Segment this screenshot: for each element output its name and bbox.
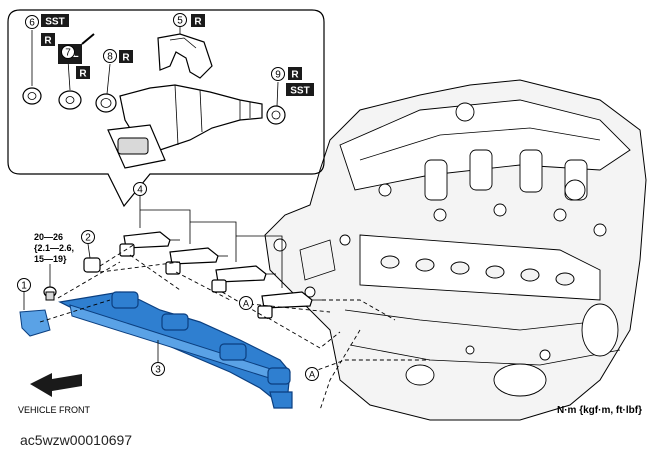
callout-3: 3 xyxy=(151,340,165,376)
svg-text:R: R xyxy=(79,69,87,80)
torque-line-1: 20—26 xyxy=(34,232,63,242)
svg-text:3: 3 xyxy=(155,365,161,376)
svg-text:9: 9 xyxy=(275,70,281,81)
badge-sst-9: SST xyxy=(286,83,314,97)
svg-text:R: R xyxy=(291,70,299,81)
figure-id: ac5wzw00010697 xyxy=(20,432,133,448)
injector-3 xyxy=(211,265,276,293)
engine-illustration xyxy=(264,79,647,421)
svg-text:4: 4 xyxy=(137,185,143,196)
svg-text:SST: SST xyxy=(45,17,64,28)
svg-text:5: 5 xyxy=(177,16,183,27)
part-2-plug xyxy=(83,243,101,273)
part-8-o-ring xyxy=(95,63,117,113)
svg-text:R: R xyxy=(194,17,202,28)
badge-r-5: R xyxy=(191,14,205,28)
svg-text:8: 8 xyxy=(107,52,113,63)
injector-4 xyxy=(257,291,322,319)
injector-2 xyxy=(165,247,228,275)
part-6-o-ring xyxy=(22,30,42,105)
callout-6: 6 xyxy=(25,15,39,29)
callout-9: 9 xyxy=(271,67,285,81)
svg-text:1: 1 xyxy=(21,281,27,292)
reference-marker-a-upper: A xyxy=(239,296,253,310)
svg-text:6: 6 xyxy=(29,18,35,29)
intake-ports xyxy=(380,255,575,286)
callout-4: 4 xyxy=(133,182,147,196)
callout-7: 7 xyxy=(61,45,75,59)
callout-8: 8 xyxy=(103,49,117,63)
torque-line-2: {2.1—2.6, xyxy=(34,243,74,253)
svg-text:R: R xyxy=(44,36,52,47)
badge-sst-6: SST xyxy=(41,14,69,28)
engine-ribs xyxy=(339,102,607,246)
detail-inset: OIL xyxy=(7,9,325,208)
svg-text:7: 7 xyxy=(65,48,71,59)
svg-text:R: R xyxy=(122,53,130,64)
inset-fuel-injector xyxy=(107,84,263,169)
badge-r-8: R xyxy=(119,50,133,64)
injector-1 xyxy=(119,231,180,257)
part-9-seal xyxy=(266,81,286,125)
torque-spec: 20—26 {2.1—2.6, 15—19} xyxy=(34,232,74,287)
part-1-bolt xyxy=(43,286,57,301)
callout-5: 5 xyxy=(173,13,187,27)
vehicle-front-indicator: VEHICLE FRONT xyxy=(18,373,91,415)
vehicle-front-label: VEHICLE FRONT xyxy=(18,405,91,415)
torque-line-3: 15—19} xyxy=(34,254,67,264)
svg-text:2: 2 xyxy=(85,233,91,244)
vehicle-front-arrow-icon xyxy=(30,373,82,397)
reference-marker-a-lower: A xyxy=(305,367,319,381)
callout-markers: 6 7 8 5 9 4 2 1 xyxy=(17,13,285,376)
badge-r-6: R xyxy=(41,33,55,47)
badge-r-7: R xyxy=(76,66,90,80)
badge-r-9: R xyxy=(288,67,302,81)
svg-text:A: A xyxy=(309,370,315,380)
callout-2: 2 xyxy=(81,230,95,244)
fuel-rail-assembly xyxy=(19,196,430,411)
part-5-clip xyxy=(157,26,213,79)
part-7-washer xyxy=(58,59,82,110)
callout-1: 1 xyxy=(17,278,31,310)
svg-text:A: A xyxy=(243,299,249,309)
torque-unit-label: N·m {kgf·m, ft·lbf} xyxy=(557,405,642,416)
svg-text:SST: SST xyxy=(290,86,309,97)
